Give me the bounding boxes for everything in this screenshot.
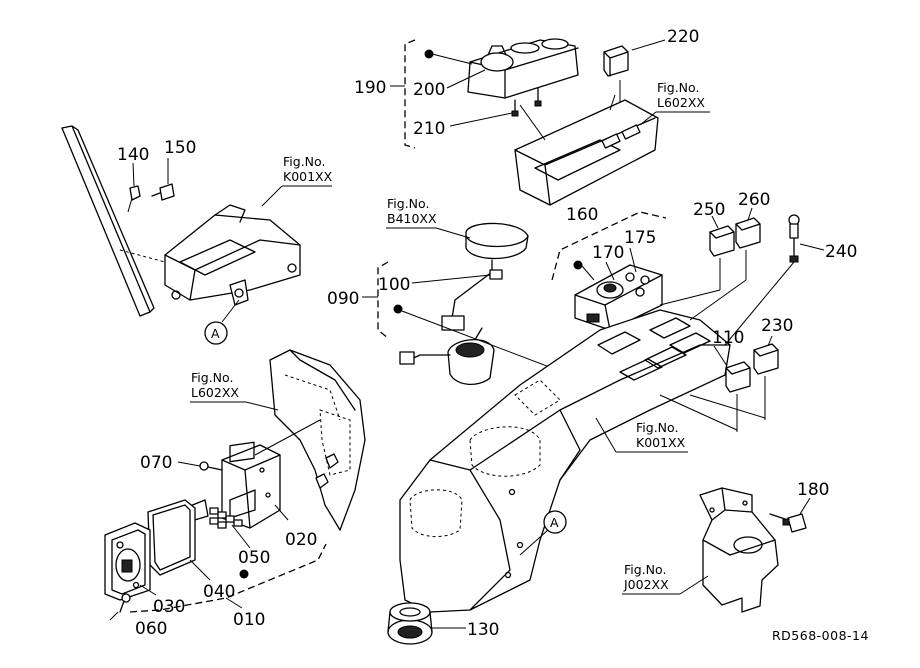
fig-ref-k001-mid-line1: Fig.No. — [636, 420, 678, 435]
switch-250 — [709, 225, 735, 290]
label-020: 020 — [285, 530, 317, 550]
gasket-040 — [147, 499, 196, 576]
fig-ref-k001-left-line2: K001XX — [283, 169, 333, 184]
fig-ref-b410-line1: Fig.No. — [387, 196, 429, 211]
fig-ref-l602-top-line2: L602XX — [657, 95, 705, 110]
label-190: 190 — [354, 78, 386, 98]
bezel-030 — [104, 522, 151, 601]
callout-a-center-circle — [543, 510, 567, 534]
switch-block-170 — [573, 260, 663, 331]
label-210: 210 — [413, 119, 445, 139]
fig-ref-j002-line1: Fig.No. — [624, 562, 666, 577]
callout-a-center: A — [550, 515, 559, 530]
fig-ref-b410-line2: B410XX — [387, 211, 437, 226]
fig-ref-l602-top-line1: Fig.No. — [657, 80, 699, 95]
bullet-dot-010 — [239, 569, 249, 579]
connectors-050 — [209, 507, 243, 529]
switch-220 — [603, 45, 629, 105]
screw-060 — [119, 593, 131, 613]
fig-ref-j002-line2: J002XX — [623, 577, 669, 592]
label-160: 160 — [566, 205, 598, 225]
group-bracket-190 — [404, 39, 416, 149]
fig-ref-k001-left-line1: Fig.No. — [283, 154, 325, 169]
label-260: 260 — [738, 190, 770, 210]
panel-l602-top — [514, 94, 659, 206]
label-150: 150 — [164, 138, 196, 158]
main-console — [399, 309, 731, 613]
label-100: 100 — [378, 275, 410, 295]
label-250: 250 — [693, 200, 725, 220]
drawing-code: RD568-008-14 — [772, 628, 869, 643]
label-070: 070 — [140, 453, 172, 473]
bullet-dot — [424, 49, 434, 59]
switch-110 — [725, 361, 751, 432]
label-130: 130 — [467, 620, 499, 640]
fig-ref-l602-left-line2: L602XX — [191, 385, 239, 400]
fig-ref-l602-left-line1: Fig.No. — [191, 370, 233, 385]
label-060: 060 — [135, 619, 167, 639]
screw-070 — [199, 461, 223, 471]
label-040: 040 — [203, 582, 235, 602]
label-230: 230 — [761, 316, 793, 336]
label-175: 175 — [624, 228, 656, 248]
group-bracket-090 — [377, 261, 389, 339]
label-140: 140 — [117, 145, 149, 165]
switch-230 — [753, 343, 779, 420]
callout-a-left-circle — [204, 321, 228, 345]
sensor-180 — [769, 513, 807, 533]
fig-ref-k001-mid-line2: K001XX — [636, 435, 686, 450]
label-180: 180 — [797, 480, 829, 500]
label-010: 010 — [233, 610, 265, 630]
label-090: 090 — [327, 289, 359, 309]
label-050: 050 — [238, 548, 270, 568]
group-bracket-010 — [129, 543, 327, 613]
socket-130 — [387, 602, 433, 645]
sensor-240 — [788, 214, 800, 263]
left-lever-bracket — [61, 125, 301, 317]
callout-a-left: A — [211, 326, 220, 341]
meter-020 — [221, 441, 281, 529]
group-bracket-160 — [551, 211, 667, 281]
label-220: 220 — [667, 27, 699, 47]
label-170: 170 — [592, 243, 624, 263]
cover-l602-left — [269, 349, 366, 531]
label-110: 110 — [712, 328, 744, 348]
bracket-j002 — [699, 487, 779, 613]
switch-260 — [735, 217, 761, 280]
switch-panel-assembly — [424, 38, 579, 117]
label-240: 240 — [825, 242, 857, 262]
label-030: 030 — [153, 597, 185, 617]
label-200: 200 — [413, 80, 445, 100]
